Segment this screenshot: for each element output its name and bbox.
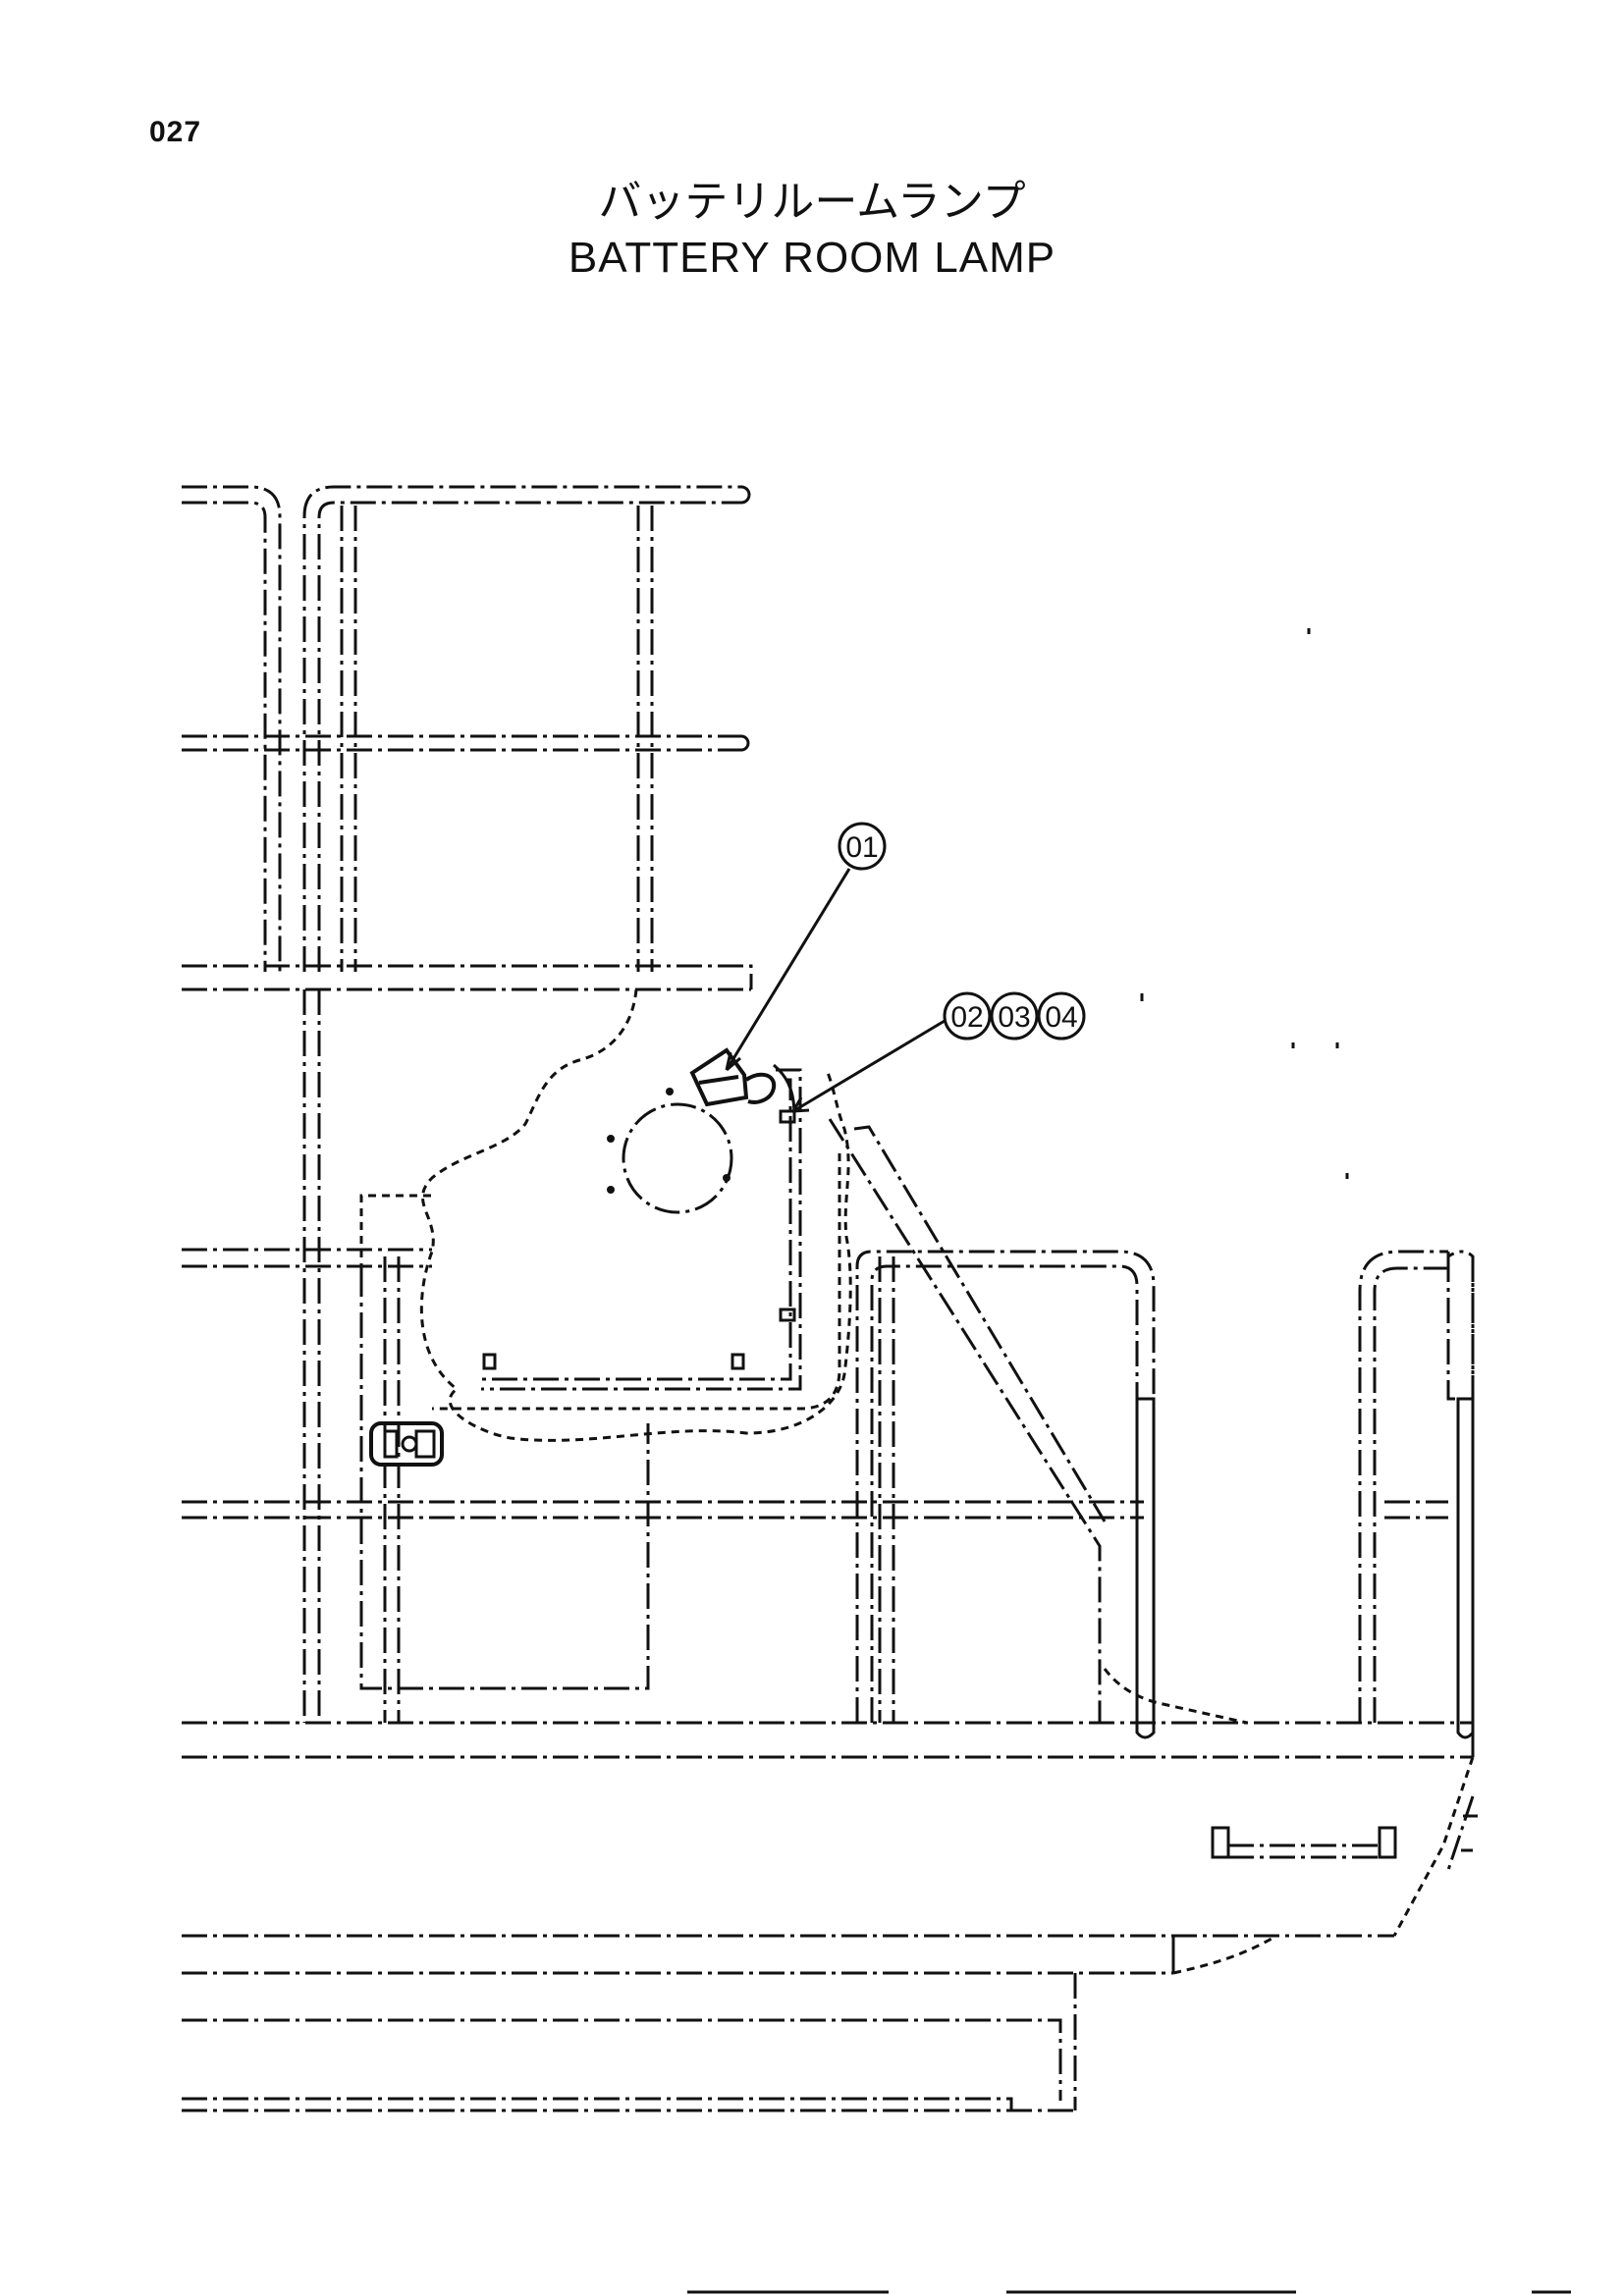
callout-04-bubble — [1037, 991, 1086, 1041]
right-middle-railing — [855, 1250, 1156, 1739]
callout-02-leader — [792, 1019, 946, 1113]
callout-01-label: 01 — [845, 831, 878, 864]
callout-01-bubble — [838, 822, 887, 871]
upper-deck-beam — [182, 964, 753, 1723]
battery-room-lamp — [689, 1047, 777, 1107]
page-title-english: BATTERY ROOM LAMP — [568, 234, 1056, 282]
page-number: 027 — [149, 116, 202, 148]
lower-hull — [182, 1934, 1394, 2112]
callout-02-bubble — [943, 991, 992, 1041]
callout-02-label: 02 — [950, 1001, 983, 1034]
left-structure — [359, 1194, 650, 1723]
page-title-japanese: バッテリルームランプ — [598, 177, 1026, 227]
cutaway-outline — [419, 988, 852, 1442]
callout-01-leader — [725, 868, 851, 1071]
callout-03-bubble — [990, 991, 1039, 1041]
scan-marks — [687, 628, 1571, 2294]
far-right-railing — [1358, 1250, 1475, 1739]
callout-04-label: 04 — [1045, 1001, 1077, 1034]
page-title: バッテリルームランプ BATTERY ROOM LAMP — [0, 175, 1624, 287]
middle-rails — [182, 1248, 1144, 1520]
battery-room-interior — [432, 1063, 841, 1411]
upper-railing — [182, 485, 751, 972]
stair-stringer — [828, 1118, 1248, 1725]
callout-03-label: 03 — [998, 1001, 1030, 1034]
main-deck — [182, 1721, 1478, 1937]
